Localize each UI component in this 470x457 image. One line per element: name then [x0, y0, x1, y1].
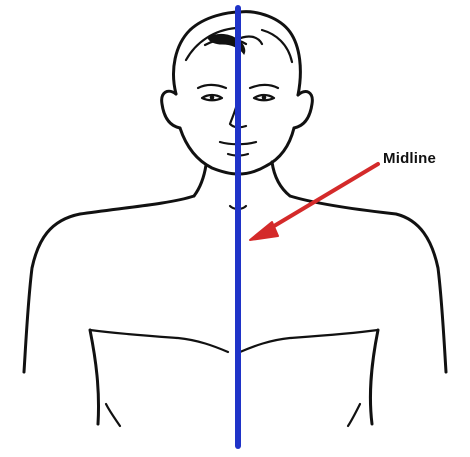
midline-label: Midline: [383, 150, 436, 167]
right-inner-arm: [370, 330, 378, 424]
left-pupil: [210, 96, 214, 100]
left-ear: [162, 91, 180, 128]
left-shoulder: [24, 196, 194, 372]
left-eyebrow: [198, 85, 226, 88]
right-pupil: [262, 96, 266, 100]
left-side-line: [106, 404, 120, 426]
right-ear: [294, 92, 312, 128]
neck-left: [194, 165, 206, 196]
right-side-line: [348, 404, 360, 426]
left-pectoral: [90, 330, 228, 352]
arrow-pointer-icon: [250, 222, 278, 240]
neck-right: [272, 162, 290, 196]
right-shoulder: [290, 196, 446, 372]
left-inner-arm: [90, 330, 99, 424]
right-eyebrow: [250, 85, 278, 88]
arrow-shaft: [264, 164, 378, 232]
right-pectoral: [240, 330, 378, 352]
